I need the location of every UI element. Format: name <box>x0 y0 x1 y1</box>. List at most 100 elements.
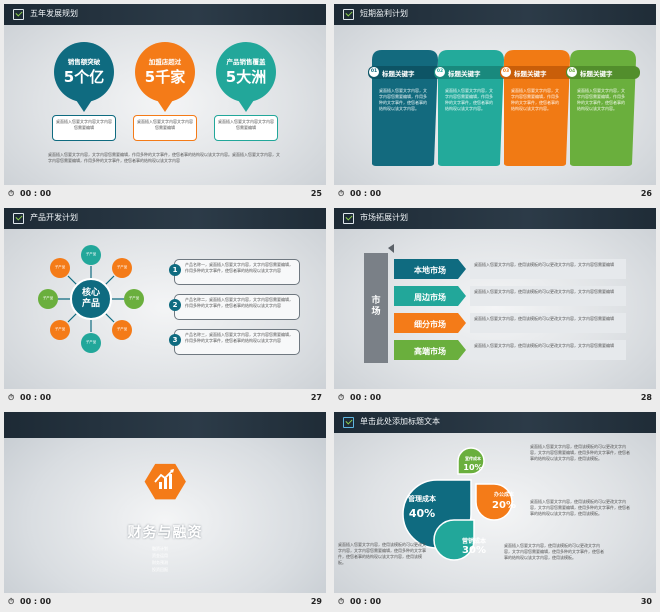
card-text-3: 桌面插入您要文字内容，文字内容您需要编辑，作用多种的文字事件，使您者事的结构现以… <box>511 88 559 111</box>
slide-title: 单击此处添加标题文本 <box>360 417 440 426</box>
cost-pct-management: 40% <box>408 507 436 520</box>
item-box-2 <box>174 294 300 320</box>
clock-icon: ⏱ <box>8 597 15 606</box>
goal-circles <box>54 42 276 112</box>
clock-icon: ⏱ <box>338 189 345 198</box>
satellite-bl <box>50 320 70 340</box>
sub-label-bl: 子产品 <box>54 327 66 331</box>
slide-time: 00 : 00 <box>350 393 382 402</box>
slide-number: 30 <box>640 597 652 606</box>
arrow-4 <box>394 340 626 360</box>
arrow-3 <box>394 313 626 333</box>
check-box-icon <box>13 9 24 20</box>
item-num-1: 1 <box>169 264 181 276</box>
item-text-3: 产品名称三，桌面插入您要文字内容，文字内容您需要编辑，作用多种的文字事件，使您者… <box>185 332 293 343</box>
card-num-4: 04 <box>568 69 576 74</box>
slide-thumb-28[interactable]: 市场拓展计划 市场 本地市场 周边市场 细分市场 高端市场 桌面插入您要文字内容… <box>334 208 656 408</box>
arrow-text-4: 桌面插入您要文字内容，使用该模板的可以更改文字内容，文字内容您需要编辑 <box>474 343 614 348</box>
petal-publicity <box>457 447 485 475</box>
check-box-icon <box>13 213 24 224</box>
cost-label-office: 办公成本 <box>493 492 514 498</box>
slide-canvas: 短期盈利计划 01 标题关键字 02 标题关键字 03 标题关键字 04 标题关… <box>334 4 656 185</box>
sub-label-top: 子产品 <box>85 252 97 256</box>
slide-header <box>4 412 326 438</box>
sub-label-tl: 子产品 <box>54 265 66 269</box>
arrow-1 <box>394 259 626 279</box>
arrow-label-3: 细分市场 <box>414 320 446 329</box>
slide-number: 25 <box>310 189 322 198</box>
slide-thumb-25[interactable]: 五年发展规划 销售额突破 5个亿 加盟店超过 5千家 产品销售覆盖 5大洲 桌面… <box>4 4 326 204</box>
arrow-label-4: 高端市场 <box>414 347 446 356</box>
slide-time: 00 : 00 <box>20 597 52 606</box>
goal-value-3: 5大洲 <box>225 68 267 86</box>
card-text-2: 桌面插入您要文字内容，文字内容您需要编辑，作用多种的文字事件，使您者事的结构现以… <box>445 88 493 111</box>
cost-pct-marketing: 30% <box>462 545 486 556</box>
arrow-label-1: 本地市场 <box>414 266 446 275</box>
slide-canvas: 单击此处添加标题文本 管理成本 40% 营销成本 30% 办公成本 20% 宣传… <box>334 412 656 593</box>
goal-circle-2 <box>135 42 195 112</box>
section-title: 财务与融资 <box>127 525 203 541</box>
clock-icon: ⏱ <box>338 597 345 606</box>
card-title-1: 标题关键字 <box>382 70 415 78</box>
slide-number: 29 <box>310 597 322 606</box>
item-text-2: 产品名称二，桌面插入您要文字内容，文字内容您需要编辑，作用多种的文字事件，使您者… <box>185 297 293 308</box>
card-title-3: 标题关键字 <box>514 70 547 78</box>
item-box-3 <box>174 329 300 355</box>
clock-icon: ⏱ <box>8 189 15 198</box>
arrow-2 <box>394 286 626 306</box>
card-tab-1 <box>368 66 442 79</box>
satellite-tl <box>50 258 70 278</box>
slide-thumb-26[interactable]: 短期盈利计划 01 标题关键字 02 标题关键字 03 标题关键字 04 标题关… <box>334 4 656 204</box>
slide-footer: ⏱ 00 : 00 29 <box>4 593 326 612</box>
goal-value-2: 5千家 <box>144 68 186 86</box>
core-label: 核心 产品 <box>81 288 100 309</box>
cost-desc-4: 桌面插入您要文字内容，使用该模板的可以更改文字内容，文字内容您需要编辑，使用多种… <box>504 543 604 560</box>
check-box-icon <box>343 213 354 224</box>
item-num-3: 3 <box>169 334 181 346</box>
cost-desc-3: 桌面插入您要文字内容，使用该模板的可以更改文字内容，文字内容您需要编辑，使用多种… <box>338 542 426 565</box>
item-num-2: 2 <box>169 299 181 311</box>
goal-box-3: 桌面插入您要文字内容文字内容您需要编辑 <box>214 115 278 141</box>
card-num-2: 02 <box>436 69 444 74</box>
arrow-label-2: 周边市场 <box>414 293 446 302</box>
slide-number: 28 <box>640 393 652 402</box>
market-side-label: 市场 <box>371 296 381 317</box>
goal-label-1: 销售额突破 <box>67 58 101 66</box>
goal-label-2: 加盟店超过 <box>148 58 182 66</box>
goal-value-1: 5个亿 <box>63 68 105 86</box>
card-title-4: 标题关键字 <box>580 70 613 78</box>
slide-title: 市场拓展计划 <box>360 213 408 222</box>
sub-label-tr: 子产品 <box>116 265 128 269</box>
check-box-icon <box>343 9 354 20</box>
card-text-4: 桌面插入您要文字内容，文字内容您需要编辑，作用多种的文字事件，使您者事的结构现以… <box>577 88 625 111</box>
card-tab-2 <box>434 66 508 79</box>
slide-thumb-27[interactable]: 产品开发计划 核心 产品 子产品 子产品 子产品 子产品 子产品 子产品 子产品… <box>4 208 326 408</box>
slide-time: 00 : 00 <box>20 393 52 402</box>
slide-thumb-30[interactable]: 单击此处添加标题文本 管理成本 40% 营销成本 30% 办公成本 20% 宣传… <box>334 412 656 612</box>
slide-body-text: 桌面插入您要文字内容，文字内容您需要编辑，作用多种的文字事件，使您者事的结构现以… <box>48 152 280 163</box>
sub-label-bottom: 子产品 <box>85 340 97 344</box>
card-tab-3 <box>500 66 574 79</box>
sub-label-right: 子产品 <box>128 296 140 300</box>
slide-header: 短期盈利计划 <box>334 4 656 25</box>
sub-label-br: 子产品 <box>116 327 128 331</box>
slide-title: 产品开发计划 <box>30 213 78 222</box>
goal-label-3: 产品销售覆盖 <box>226 58 266 66</box>
satellite-top <box>81 245 101 265</box>
petal-office <box>475 483 513 521</box>
market-arrows <box>388 244 626 360</box>
arrow-text-1: 桌面插入您要文字内容，使用该模板的可以更改文字内容，文字内容您需要编辑 <box>474 262 614 267</box>
bullet-4: 投资回报 <box>152 567 168 572</box>
cost-label-marketing: 营销成本 <box>461 538 486 545</box>
slide-header: 产品开发计划 <box>4 208 326 229</box>
card-num-3: 03 <box>502 69 510 74</box>
card-title-2: 标题关键字 <box>448 70 481 78</box>
slide-canvas: 产品开发计划 核心 产品 子产品 子产品 子产品 子产品 子产品 子产品 子产品… <box>4 208 326 389</box>
slide-canvas: 五年发展规划 销售额突破 5个亿 加盟店超过 5千家 产品销售覆盖 5大洲 桌面… <box>4 4 326 185</box>
petal-marketing <box>433 519 475 561</box>
clock-icon: ⏱ <box>338 393 345 402</box>
